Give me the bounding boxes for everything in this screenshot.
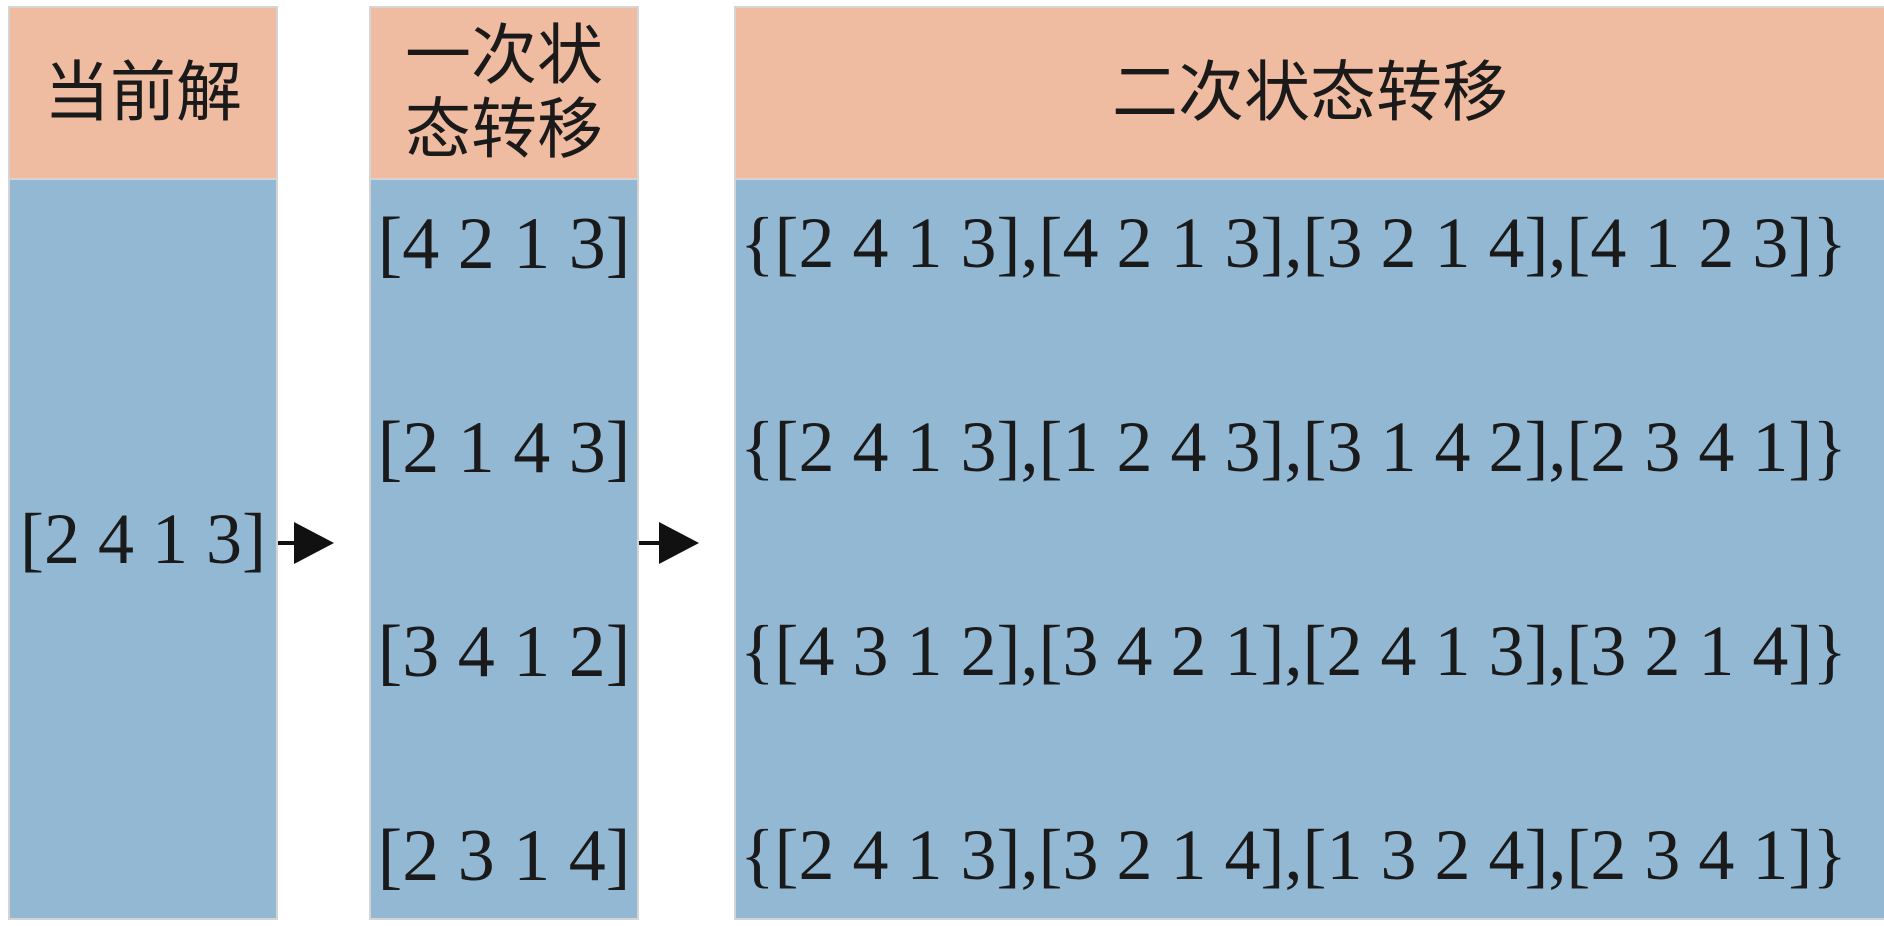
second-transfer-body: {[2 4 1 3],[4 2 1 3],[3 2 1 4],[4 1 2 3]… <box>736 180 1884 918</box>
first-transfer-column: 一次状态转移 [4 2 1 3] [2 1 4 3] [3 4 1 2] [2 … <box>369 6 639 920</box>
first-transfer-row: [4 2 1 3] <box>377 203 631 285</box>
second-transfer-row: {[2 4 1 3],[1 2 4 3],[3 1 4 2],[2 3 4 1]… <box>740 407 1847 487</box>
first-transfer-row: [2 1 4 3] <box>377 407 631 489</box>
current-solution-body: [2 4 1 3] <box>10 180 276 918</box>
second-transfer-header-label: 二次状态转移 <box>1112 54 1508 132</box>
first-transfer-header-label: 一次状态转移 <box>405 17 603 168</box>
second-transfer-row: {[2 4 1 3],[4 2 1 3],[3 2 1 4],[4 1 2 3]… <box>740 203 1847 283</box>
current-solution-value: [2 4 1 3] <box>20 499 266 579</box>
first-transfer-header: 一次状态转移 <box>371 8 637 180</box>
current-solution-column: 当前解 [2 4 1 3] <box>8 6 278 920</box>
first-transfer-row: [3 4 1 2] <box>377 611 631 693</box>
second-transfer-row: {[4 3 1 2],[3 4 2 1],[2 4 1 3],[3 2 1 4]… <box>740 611 1847 691</box>
second-transfer-column: 二次状态转移 {[2 4 1 3],[4 2 1 3],[3 2 1 4],[4… <box>734 6 1884 920</box>
first-transfer-body: [4 2 1 3] [2 1 4 3] [3 4 1 2] [2 3 1 4] <box>371 180 637 918</box>
current-solution-header: 当前解 <box>10 8 276 180</box>
right-arrow-icon <box>639 522 699 564</box>
first-transfer-row: [2 3 1 4] <box>377 815 631 897</box>
current-solution-header-label: 当前解 <box>44 54 242 132</box>
right-arrow-icon <box>278 522 334 564</box>
second-transfer-row: {[2 4 1 3],[3 2 1 4],[1 3 2 4],[2 3 4 1]… <box>740 815 1847 895</box>
second-transfer-header: 二次状态转移 <box>736 8 1884 180</box>
